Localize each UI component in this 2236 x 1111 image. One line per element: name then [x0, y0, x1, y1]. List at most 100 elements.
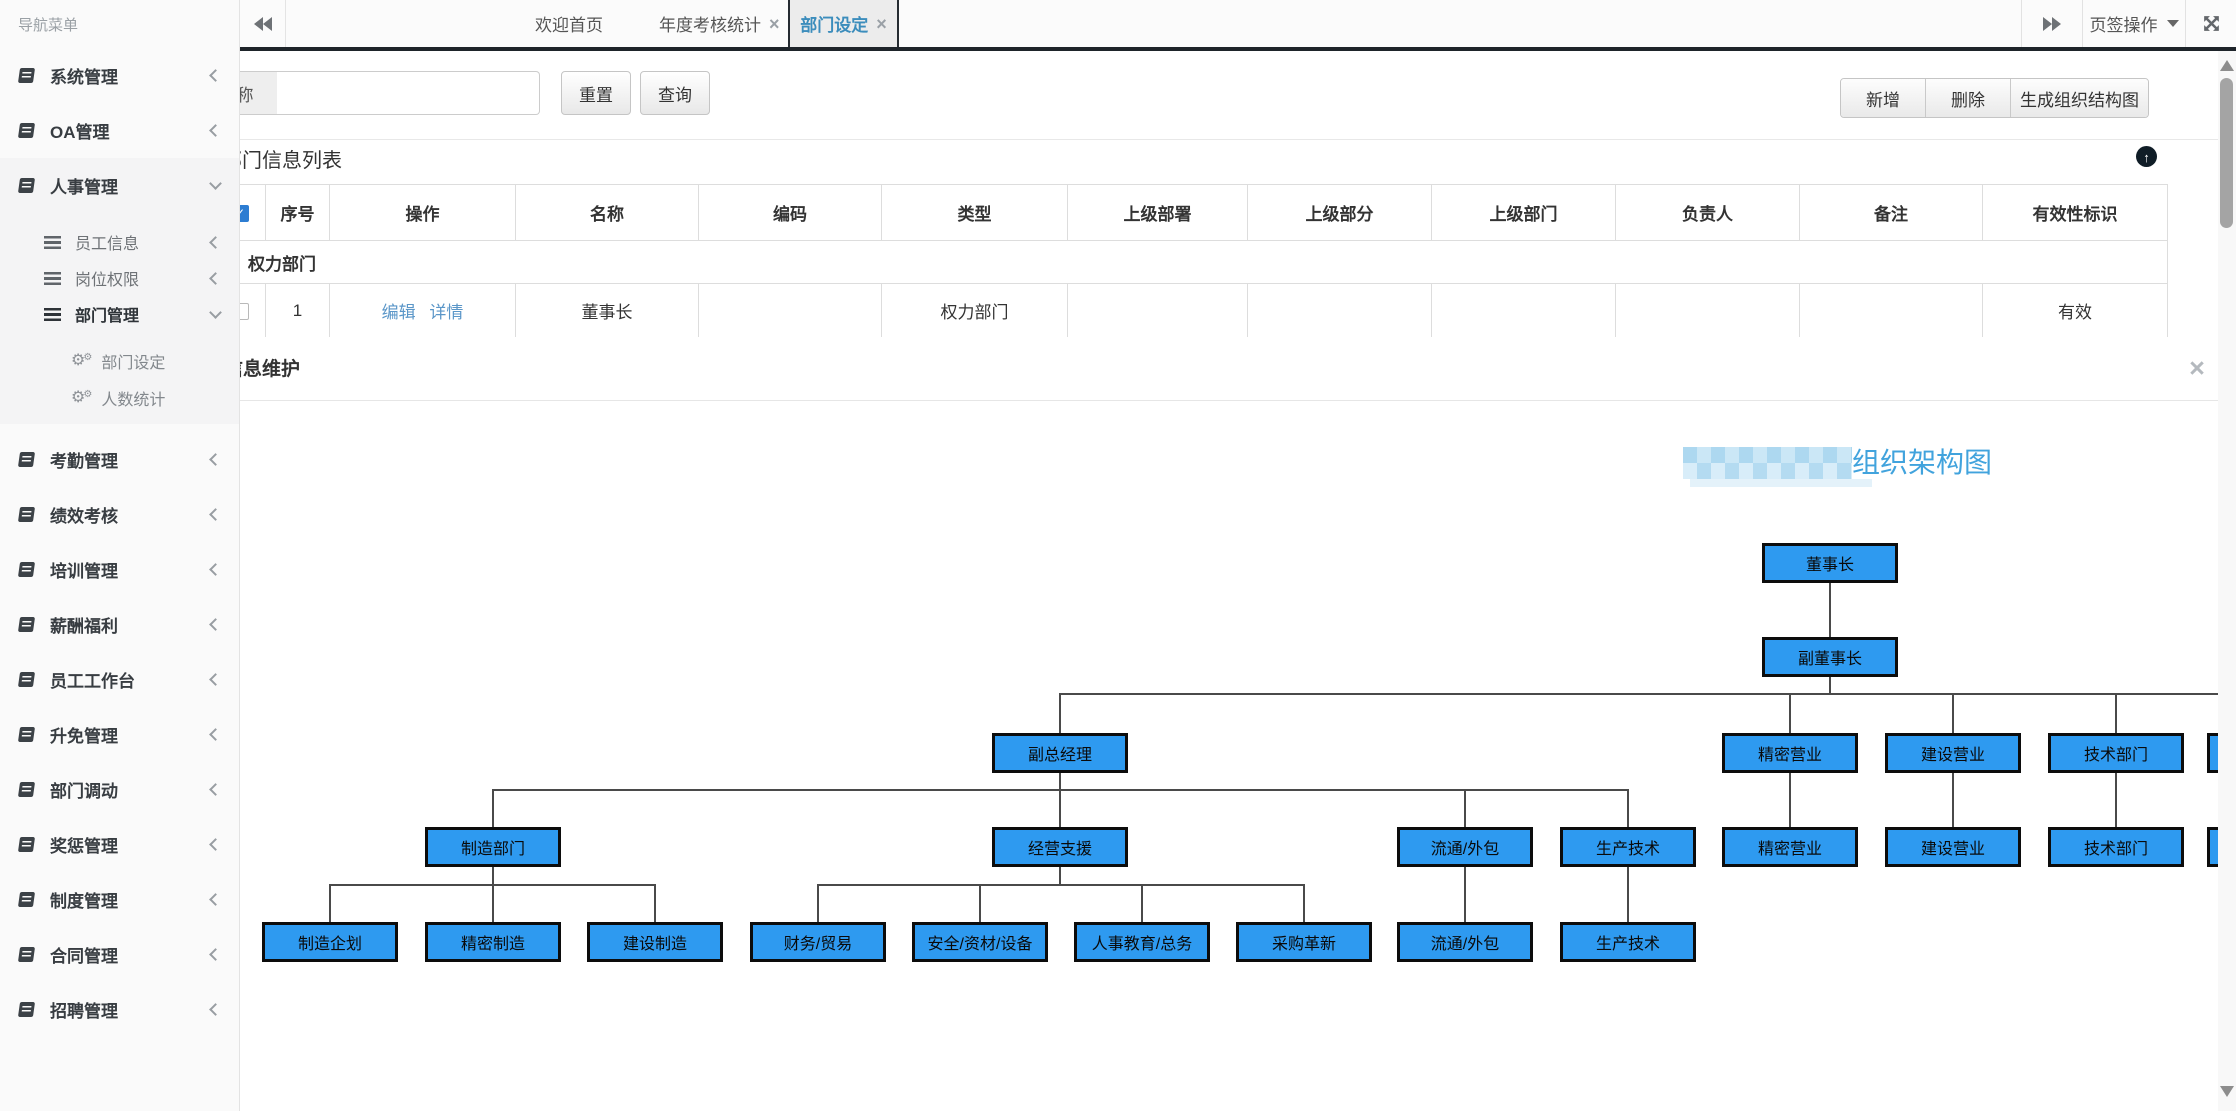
- org-connector: [1829, 583, 1831, 637]
- delete-button[interactable]: 删除: [1926, 79, 2011, 117]
- chevron-left-icon: [209, 124, 222, 137]
- chevron-left-icon: [209, 618, 222, 631]
- tabs-scroll-right-button[interactable]: [2021, 0, 2083, 47]
- col-seq: 序号: [265, 184, 330, 241]
- org-node-hr-education-affairs: 人事教育/总务: [1074, 922, 1210, 962]
- toolbar-divider: [150, 139, 2218, 140]
- sidebar-item-label: 奖惩管理: [50, 837, 118, 856]
- sidebar-item-oa-mgmt[interactable]: OA管理: [0, 103, 239, 158]
- sidebar-item-reward-punish[interactable]: 奖惩管理: [0, 817, 239, 872]
- name-input[interactable]: [277, 71, 540, 115]
- sidebar-item-promotion[interactable]: 升免管理: [0, 707, 239, 762]
- sidebar-item-department-setting[interactable]: 部门设定: [0, 342, 239, 379]
- tab-welcome[interactable]: 欢迎首页: [521, 0, 617, 47]
- table-actions-group: 新增 删除 生成组织结构图: [1840, 78, 2149, 118]
- sidebar-item-system-mgmt[interactable]: 系统管理: [0, 48, 239, 103]
- org-node-construction-sales-child: 建设营业: [1885, 827, 2021, 867]
- org-connector: [492, 867, 494, 884]
- search-button[interactable]: 查询: [640, 71, 710, 115]
- sidebar-item-post-permission[interactable]: 岗位权限: [0, 260, 239, 296]
- cogs-icon: [71, 353, 92, 369]
- org-node-precision-manufacturing: 精密制造: [425, 922, 561, 962]
- sidebar-item-label: 绩效考核: [50, 507, 118, 526]
- book-icon: [17, 452, 36, 467]
- chevron-left-icon: [209, 271, 222, 285]
- scroll-down-icon[interactable]: [2220, 1086, 2234, 1097]
- tab-department-setting[interactable]: 部门设定: [788, 0, 899, 47]
- sidebar-item-label: 系统管理: [50, 68, 118, 87]
- book-icon: [17, 68, 36, 83]
- tab-label: 年度考核统计: [659, 16, 761, 35]
- sidebar-item-employee-info[interactable]: 员工信息: [0, 224, 239, 260]
- sidebar-item-rules[interactable]: 制度管理: [0, 872, 239, 927]
- add-button[interactable]: 新增: [1841, 79, 1926, 117]
- org-connector: [329, 884, 331, 922]
- cell-code: [698, 283, 882, 338]
- org-connector: [1059, 773, 1061, 789]
- tab-operations-dropdown[interactable]: 页签操作: [2083, 0, 2185, 47]
- vertical-scrollbar[interactable]: [2218, 51, 2236, 1111]
- org-connector: [654, 884, 656, 922]
- sidebar-item-contract[interactable]: 合同管理: [0, 927, 239, 982]
- org-connector: [1059, 867, 1061, 884]
- org-node-procurement-innovation: 采购革新: [1236, 922, 1372, 962]
- close-icon[interactable]: [876, 15, 887, 33]
- generate-org-chart-button[interactable]: 生成组织结构图: [2011, 79, 2148, 117]
- org-node-chairman: 董事长: [1762, 543, 1898, 583]
- sidebar-item-label: 员工信息: [75, 236, 140, 253]
- tabs-scroll-left-button[interactable]: [240, 0, 286, 47]
- edit-link[interactable]: 编辑: [381, 303, 416, 322]
- chevron-left-icon: [209, 673, 222, 686]
- detail-link[interactable]: 详情: [429, 303, 464, 322]
- chevron-down-icon: [209, 177, 222, 190]
- org-connector: [1952, 693, 1954, 733]
- org-node-finance-trade: 财务/贸易: [750, 922, 886, 962]
- censored-company-name-tail: [1690, 479, 1872, 487]
- sidebar-item-label: 人事管理: [50, 178, 118, 197]
- org-node-partial: [2207, 733, 2218, 773]
- sidebar-item-department-mgmt[interactable]: 部门管理: [0, 296, 239, 332]
- collapse-panel-arrow-up-icon[interactable]: [2136, 146, 2157, 167]
- maintain-panel-header: 部门信息维护: [150, 337, 2218, 401]
- tab-operations-label: 页签操作: [2089, 16, 2158, 35]
- org-node-tech-dept: 技术部门: [2048, 733, 2184, 773]
- book-icon: [17, 617, 36, 632]
- sidebar-item-performance[interactable]: 绩效考核: [0, 487, 239, 542]
- sidebar-item-salary-welfare[interactable]: 薪酬福利: [0, 597, 239, 652]
- fullscreen-icon: [2203, 16, 2219, 31]
- group-label: 权力部门: [150, 240, 2168, 284]
- sidebar-item-label: 部门设定: [101, 354, 166, 372]
- cell-validity: 有效: [1982, 283, 2168, 338]
- cogs-icon: [71, 390, 92, 406]
- org-connector: [1789, 773, 1791, 827]
- sidebar-item-label: 员工工作台: [50, 672, 135, 691]
- sidebar-item-label: 岗位权限: [75, 272, 140, 289]
- scroll-up-icon[interactable]: [2220, 60, 2234, 71]
- org-connector: [2115, 693, 2117, 733]
- org-connector: [1060, 693, 2218, 695]
- org-node-tech-dept-child: 技术部门: [2048, 827, 2184, 867]
- tab-annual-assessment[interactable]: 年度考核统计: [645, 0, 794, 47]
- sidebar-item-attendance-mgmt[interactable]: 考勤管理: [0, 432, 239, 487]
- org-connector: [492, 884, 494, 922]
- sidebar-item-label: 制度管理: [50, 892, 118, 911]
- department-table: 序号 操作 名称 编码 类型 上级部署 上级部分 上级部门 负责人 备注 有效性…: [150, 184, 2168, 338]
- chevron-left-icon: [209, 948, 222, 961]
- list-panel-title: 部门信息列表: [222, 150, 342, 172]
- sidebar-item-headcount-stats[interactable]: 人数统计: [0, 379, 239, 416]
- fullscreen-button[interactable]: [2185, 0, 2236, 47]
- org-connector: [1627, 789, 1629, 827]
- org-connector: [1303, 884, 1305, 922]
- sidebar-item-recruitment[interactable]: 招聘管理: [0, 982, 239, 1037]
- sidebar-item-label: 招聘管理: [50, 1002, 118, 1021]
- double-left-arrow-icon: [262, 16, 272, 31]
- sidebar-item-employee-workbench[interactable]: 员工工作台: [0, 652, 239, 707]
- censored-company-name: [1683, 447, 1852, 479]
- scrollbar-thumb[interactable]: [2220, 78, 2233, 228]
- sidebar-item-training[interactable]: 培训管理: [0, 542, 239, 597]
- sidebar-item-hr-mgmt[interactable]: 人事管理: [0, 158, 239, 213]
- close-icon[interactable]: [769, 15, 780, 33]
- reset-button[interactable]: 重置: [561, 71, 631, 115]
- close-icon[interactable]: [2180, 349, 2214, 387]
- sidebar-item-dept-transfer[interactable]: 部门调动: [0, 762, 239, 817]
